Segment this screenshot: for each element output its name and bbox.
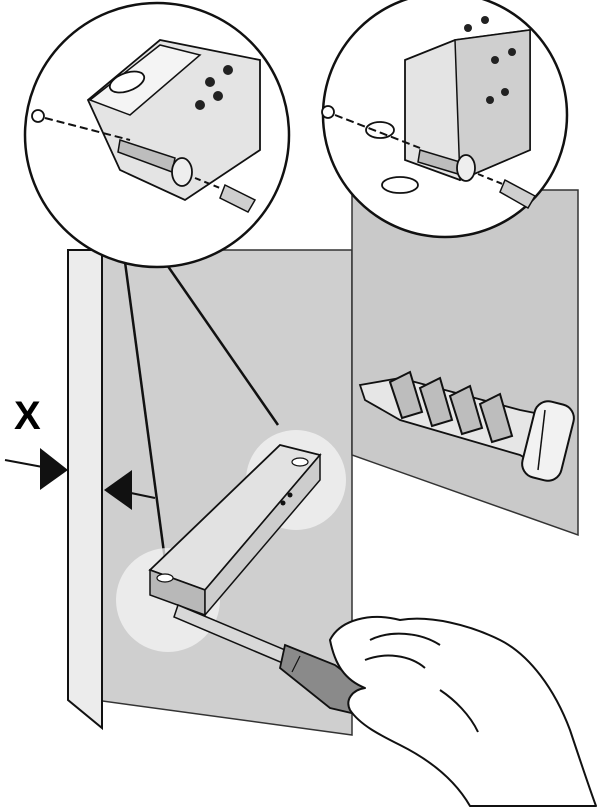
- screw-icon: [117, 139, 257, 213]
- arrow-right-icon: [4, 448, 68, 490]
- hand-icon: [329, 616, 597, 807]
- wall-anchor-icon: [358, 370, 575, 482]
- lower-bracket: [116, 430, 346, 652]
- side-panel: [67, 249, 103, 731]
- detail-circle-right: [321, 0, 569, 239]
- dimension-label-x: X: [14, 394, 41, 438]
- callout-lines: [123, 261, 280, 561]
- detail-circle-left: [23, 1, 291, 269]
- arrow-left-icon: [104, 470, 156, 510]
